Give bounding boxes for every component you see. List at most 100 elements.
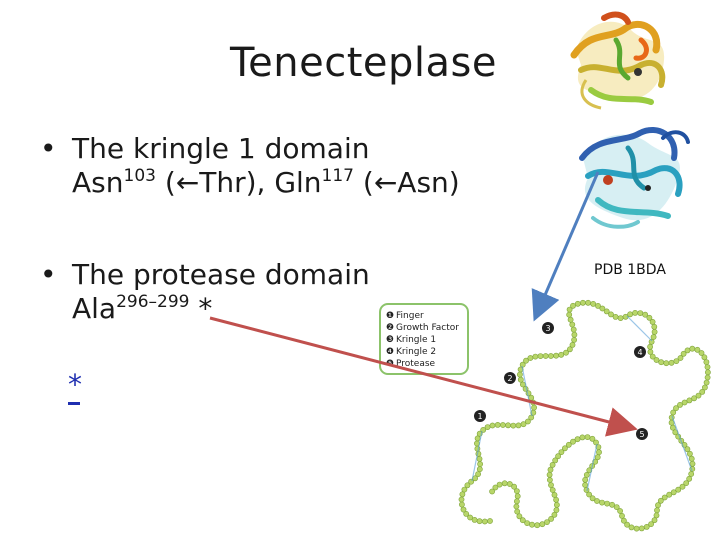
svg-text:2: 2: [507, 374, 512, 383]
bead: [661, 494, 668, 501]
bead: [514, 493, 521, 500]
bead: [553, 352, 559, 359]
tpa-domain-diagram: ❶ Finger ❷ Growth Factor ❸ Kringle 1 ❹ K…: [372, 296, 720, 540]
bead: [649, 318, 656, 325]
bead: [666, 491, 673, 498]
bead: [558, 449, 565, 455]
legend-label-kringle2: Kringle 2: [396, 347, 436, 357]
bead: [647, 343, 653, 350]
legend-label-kringle1: Kringle 1: [396, 335, 436, 345]
bead: [668, 359, 675, 366]
bead: [657, 497, 664, 504]
bead: [651, 323, 658, 330]
bead: [579, 299, 586, 306]
bead: [691, 395, 697, 402]
link-underline: [68, 402, 80, 405]
bead: [654, 507, 660, 514]
bead: [548, 482, 554, 488]
bead: [489, 422, 496, 429]
bead: [530, 399, 537, 406]
bead: [570, 326, 577, 333]
bead: [582, 482, 588, 488]
bead: [567, 316, 574, 323]
bead: [632, 309, 638, 316]
disulfide-bridge: [586, 443, 598, 492]
bead: [594, 454, 601, 461]
bead: [487, 518, 493, 524]
bead: [584, 434, 591, 440]
bead: [651, 329, 658, 335]
bead: [496, 481, 503, 488]
bead: [617, 315, 624, 321]
bead: [603, 308, 610, 315]
bead: [461, 486, 468, 493]
bead: [489, 488, 495, 495]
bead: [612, 313, 619, 320]
footnote-link[interactable]: *: [68, 368, 82, 405]
bullet-kringle-line2: Asn103 (←Thr), Gln117 (←Asn): [40, 166, 460, 204]
residue-ala: Ala: [72, 292, 117, 325]
bead: [646, 314, 653, 321]
bead: [653, 512, 660, 519]
bead: [589, 495, 596, 502]
bead: [574, 300, 581, 307]
protein-ribbon-yellow-icon: [570, 11, 666, 110]
bead: [484, 424, 491, 430]
bead: [570, 302, 576, 309]
bead: [527, 355, 534, 361]
bead: [516, 371, 523, 378]
bead: [684, 446, 691, 453]
bead: [506, 481, 513, 487]
asterisk: *: [189, 292, 213, 325]
bead: [494, 421, 501, 428]
bead: [569, 342, 576, 348]
bead: [477, 461, 483, 467]
bead: [586, 491, 592, 498]
bead: [511, 483, 517, 490]
bead: [519, 381, 526, 388]
bead: [627, 311, 633, 318]
bead: [653, 357, 660, 363]
bead: [679, 483, 686, 490]
superscript-103: 103: [123, 166, 156, 186]
bead: [585, 299, 591, 306]
bead: [467, 514, 473, 521]
bead: [609, 501, 615, 508]
bead: [633, 525, 640, 532]
superscript-117: 117: [321, 166, 354, 186]
bead: [565, 441, 572, 448]
bead: [704, 374, 711, 381]
bead: [534, 522, 541, 529]
bead: [670, 489, 677, 496]
bead: [551, 491, 558, 498]
footnote-asterisk[interactable]: *: [68, 368, 82, 401]
bead: [582, 476, 589, 483]
pdb-label: PDB 1BDA: [594, 262, 666, 278]
bead: [677, 402, 683, 408]
bead: [566, 311, 573, 318]
bead: [648, 521, 654, 527]
svg-text:1: 1: [477, 412, 482, 421]
bead: [531, 404, 537, 411]
svg-text:4: 4: [637, 348, 642, 357]
bead: [699, 389, 706, 395]
legend-box: ❶ Finger ❷ Growth Factor ❸ Kringle 1 ❹ K…: [379, 303, 469, 375]
bead: [655, 502, 661, 509]
bullet-marker: •: [40, 132, 57, 165]
bead: [476, 466, 483, 473]
bead: [663, 360, 670, 367]
bead: [501, 480, 508, 487]
bead: [613, 504, 620, 510]
bead: [547, 466, 554, 473]
bead: [688, 471, 695, 477]
bead: [642, 311, 649, 318]
protein-ribbon-teal-icon: [579, 127, 690, 229]
bead: [571, 331, 578, 338]
bead: [670, 409, 677, 416]
bead: [476, 518, 483, 525]
bead: [599, 499, 605, 506]
bead: [528, 414, 535, 421]
bead: [638, 525, 645, 532]
bead: [529, 521, 535, 528]
bead: [675, 486, 682, 493]
